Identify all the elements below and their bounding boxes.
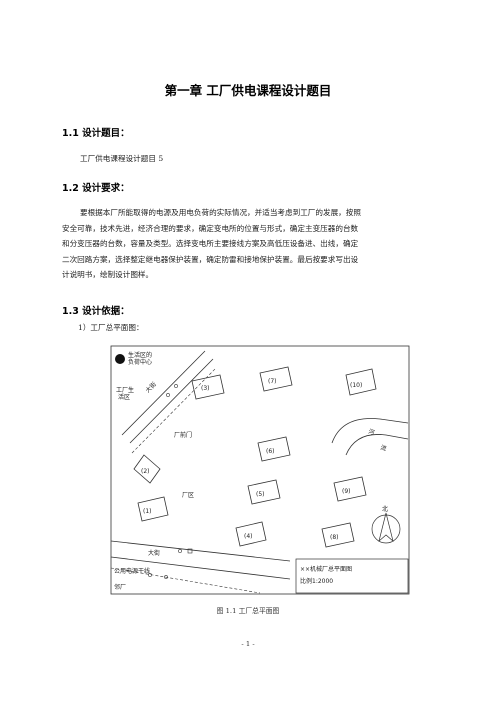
building-1 xyxy=(137,496,169,522)
section-1-2-heading: 1.2 设计要求： xyxy=(62,183,130,194)
building-6-label: (6) xyxy=(266,448,275,455)
building-3-label: (3) xyxy=(201,385,210,392)
building-9-label: (9) xyxy=(342,488,351,495)
figure-caption: 图 1.1 工厂总平面图 xyxy=(216,607,280,615)
building-3 xyxy=(191,374,225,400)
river-bank-1 xyxy=(331,418,409,444)
plan-title: ××机械厂总平面图 xyxy=(300,565,352,573)
section-1-3-heading: 1.3 设计依据： xyxy=(62,306,130,317)
living-area-label: 工厂生活区 xyxy=(116,386,134,401)
section-1-3-item: 1）工厂总平面图： xyxy=(78,323,144,332)
building-6 xyxy=(257,436,291,462)
river-label-1: 河 xyxy=(367,427,375,436)
building-2 xyxy=(133,454,161,484)
public-line-label: 公用电源干线 xyxy=(114,567,150,575)
paragraph-line: 计说明书，绘制设计图样。 xyxy=(62,270,154,279)
chapter-title: 第一章 工厂供电课程设计题目 xyxy=(164,83,332,98)
paragraph-line: 要根据本厂所能取得的电源及用电负荷的实际情况，并适当考虑到工厂的发展，按照 xyxy=(80,208,361,217)
street-bottom-line-1 xyxy=(110,540,291,562)
load-center-marker xyxy=(115,354,125,364)
section-1-2-paragraph: 要根据本厂所能取得的电源及用电负荷的实际情况，并适当考虑到工厂的发展，按照 安全… xyxy=(62,205,442,283)
load-center-line1: 生活区的 xyxy=(128,351,152,359)
paragraph-line: 安全可靠，技术先进，经济合理的要求，确定变电所的位置与形式，确定主变压器的台数 xyxy=(62,223,359,233)
street-top-line-2 xyxy=(129,358,214,444)
street-bottom-line-2 xyxy=(110,556,291,580)
street-top-line-1 xyxy=(121,350,206,436)
building-2-label: (2) xyxy=(141,468,150,475)
load-center-label: 生活区的负荷中心 xyxy=(128,351,152,366)
building-10-label: (10) xyxy=(350,382,362,389)
building-8 xyxy=(321,522,355,548)
street-bottom-label: 大街 xyxy=(148,549,160,557)
street-bottom-line-3 xyxy=(110,567,261,594)
north-arrow-circle xyxy=(371,514,401,544)
building-5-label: (5) xyxy=(256,491,265,498)
building-10 xyxy=(345,368,377,396)
building-5 xyxy=(247,479,281,505)
building-7 xyxy=(259,366,293,392)
river-bank-2 xyxy=(345,434,409,456)
north-arrow-icon xyxy=(378,512,394,542)
figure-frame xyxy=(110,345,410,595)
building-1-label: (1) xyxy=(143,508,152,515)
building-4-label: (4) xyxy=(244,533,253,540)
page-number: - 1 - xyxy=(241,640,255,648)
building-9 xyxy=(333,476,367,502)
factory-plan-figure: 生活区的负荷中心 工厂生活区 大街 厂前门 (1) (2) (3) (4) (5… xyxy=(110,345,410,595)
section-1-1-text: 工厂供电课程设计题目 5 xyxy=(80,154,164,163)
building-8-label: (8) xyxy=(330,534,339,541)
building-4 xyxy=(235,521,267,547)
plan-scale: 比例1:2000 xyxy=(300,577,333,585)
building-7-label: (7) xyxy=(268,378,277,385)
paragraph-line: 和分变压器的台数，容量及类型。选择变电所主要接线方案及高低压设备进、出线，确定 xyxy=(62,239,359,248)
section-1-1-heading: 1.1 设计题目： xyxy=(62,128,130,139)
neighbor-label: 邻厂 xyxy=(114,583,126,591)
river-label-2: 流 xyxy=(379,443,387,452)
north-label: 北 xyxy=(382,505,388,513)
paragraph-line: 二次回路方案，选择整定继电器保护装置，确定防雷和接地保护装置。最后按要求写出设 xyxy=(62,254,359,264)
factory-area-label: 厂区 xyxy=(182,492,194,499)
plan-title-box xyxy=(295,558,409,594)
factory-gate-label: 厂前门 xyxy=(174,431,192,439)
